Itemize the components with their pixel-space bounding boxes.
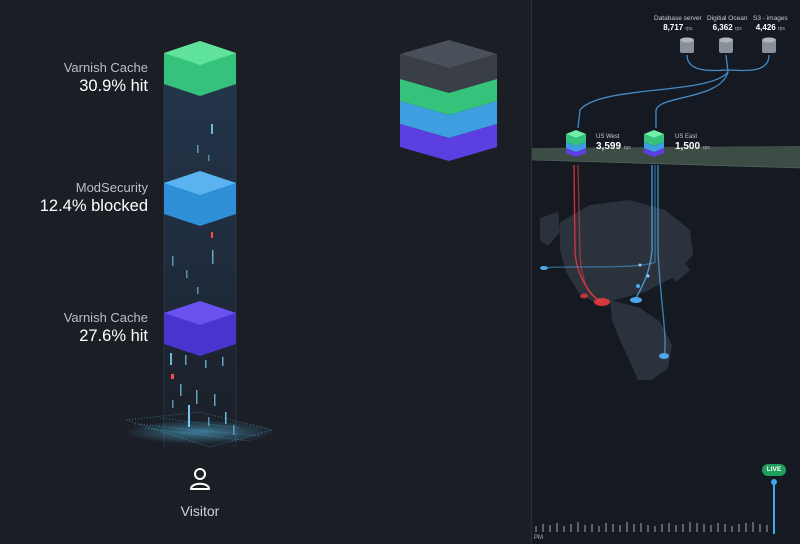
traffic-particles xyxy=(170,124,235,435)
panel-divider xyxy=(531,0,532,544)
us-east-edge-node[interactable] xyxy=(644,130,664,157)
timeline-bar xyxy=(766,525,768,532)
edge-platform xyxy=(532,146,800,168)
origin-unit: rps xyxy=(778,26,785,32)
timeline-bar xyxy=(745,523,747,532)
timeline-bar xyxy=(535,526,537,532)
visitor-dot-grid xyxy=(124,411,276,448)
timeline-bar xyxy=(563,526,565,532)
region-unit: rps xyxy=(702,145,710,151)
traffic-beam xyxy=(164,62,236,447)
origin-digital-ocean[interactable]: Digitial Ocean 6,362 rps xyxy=(707,14,747,34)
layer-name: ModSecurity xyxy=(75,180,148,195)
origin-name: Digitial Ocean xyxy=(707,15,748,22)
timeline-bar xyxy=(731,526,733,532)
timeline-bar xyxy=(584,525,586,532)
time-label: PM xyxy=(534,535,543,541)
timeline-bar xyxy=(689,522,691,532)
timeline-bar xyxy=(647,525,649,532)
timeline-bar xyxy=(675,525,677,532)
origin-value: 8,717 xyxy=(663,23,684,32)
layer-stat: 30.9% hit xyxy=(79,77,148,95)
traffic-hotspots xyxy=(540,263,669,359)
origin-value: 4,426 xyxy=(755,23,776,32)
timeline-bar xyxy=(633,524,635,532)
timeline-bar xyxy=(598,526,600,532)
timeline-bar xyxy=(577,522,579,532)
region-us-east[interactable]: US East 1,500 rps xyxy=(675,133,710,154)
timeline-bar xyxy=(612,524,614,532)
region-value: 3,599 xyxy=(596,141,622,152)
origin-name: Database server xyxy=(654,15,702,22)
origin-database-server[interactable]: Database server 8,717 rps xyxy=(654,14,702,34)
origin-unit: rps xyxy=(734,26,742,32)
timeline-bar xyxy=(710,525,712,532)
timeline-bar xyxy=(549,525,551,532)
timeline-bar xyxy=(654,526,656,532)
layer-stat: 27.6% hit xyxy=(79,327,148,345)
live-marker-handle[interactable] xyxy=(771,479,777,485)
timeline-bar xyxy=(626,522,628,532)
timeline-bar xyxy=(668,523,670,532)
origin-flow-lines xyxy=(577,54,770,129)
timeline-bar xyxy=(556,523,558,532)
modsecurity-label: ModSecurity 12.4% blocked xyxy=(40,180,148,217)
layer-name: Varnish Cache xyxy=(63,310,148,325)
timeline-bar xyxy=(738,524,740,532)
timeline-bar xyxy=(640,523,642,532)
timeline-bar xyxy=(591,524,593,532)
region-name: US West xyxy=(596,134,620,140)
region-value: 1,500 xyxy=(675,141,701,152)
timeline-bar xyxy=(542,524,544,532)
timeline-bar xyxy=(724,524,726,532)
timeline-bar xyxy=(696,523,698,532)
timeline-bar xyxy=(661,524,663,532)
modsecurity-block[interactable] xyxy=(164,171,236,226)
server-stack-block xyxy=(400,40,497,161)
timeline-bar xyxy=(752,522,754,532)
live-badge[interactable]: LIVE xyxy=(762,464,786,476)
origin-unit: rps xyxy=(685,26,693,32)
region-us-west[interactable]: US West 3,599 rps xyxy=(596,133,631,154)
timeline-bar xyxy=(605,523,607,532)
timeline-bars xyxy=(535,522,768,532)
origin-value: 6,362 xyxy=(712,23,733,32)
varnish-cache-bottom-block[interactable] xyxy=(164,301,236,356)
region-unit: rps xyxy=(623,145,631,151)
varnish-cache-top-block[interactable] xyxy=(164,41,236,96)
timeline-bar xyxy=(570,524,572,532)
timeline-bar xyxy=(717,523,719,532)
varnish-cache-top-label: Varnish Cache 30.9% hit xyxy=(64,60,148,97)
origin-s3-images[interactable]: S3 - images 4,426 rps xyxy=(753,14,788,34)
us-west-edge-node[interactable] xyxy=(566,130,586,157)
timeline-bar xyxy=(703,524,705,532)
timeline-bar xyxy=(759,524,761,532)
database-icons xyxy=(680,37,776,53)
timeline-bar xyxy=(682,524,684,532)
layer-name: Varnish Cache xyxy=(63,60,148,75)
edge-traffic-lines xyxy=(543,164,666,357)
origin-name: S3 - images xyxy=(753,15,788,22)
varnish-cache-bottom-label: Varnish Cache 27.6% hit xyxy=(64,310,148,347)
user-icon[interactable] xyxy=(187,466,213,492)
world-map xyxy=(540,200,693,380)
layer-stat: 12.4% blocked xyxy=(39,197,148,215)
timeline-bar xyxy=(619,525,621,532)
visitor-label: Visitor xyxy=(180,503,220,519)
region-name: US East xyxy=(675,134,698,140)
